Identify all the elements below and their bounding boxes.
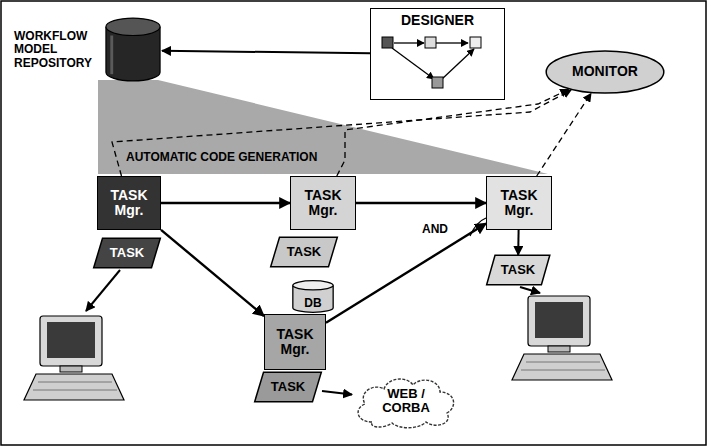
- node-text: TASK: [501, 263, 535, 277]
- monitor-link: [112, 90, 571, 176]
- node-text: DESIGNER: [401, 13, 474, 28]
- task-shape: TASK: [486, 255, 550, 285]
- node-text-block: DESIGNER: [401, 13, 474, 28]
- parallelogram-outline: [255, 372, 322, 401]
- node-text: TASK: [110, 246, 144, 260]
- computer-left: [24, 316, 124, 400]
- flow-arrow: [517, 230, 519, 255]
- task-manager-box: TASK Mgr.: [486, 176, 552, 230]
- node-text: DB: [304, 297, 321, 310]
- repository: WORKFLOW MODEL REPOSITORY: [14, 14, 162, 86]
- ellipse-outline: [546, 51, 664, 93]
- flow-arrow: [161, 202, 290, 204]
- node-text-block: MONITOR: [572, 64, 638, 79]
- node-text-block: TASK Mgr.: [297, 188, 349, 219]
- task-to-computer: [520, 287, 540, 293]
- node-text: MONITOR: [572, 64, 638, 79]
- node-text-block: TASK: [110, 246, 144, 260]
- node-text-block: DB: [304, 297, 321, 310]
- task-to-computer: [86, 270, 120, 311]
- node-text-block: TASK: [287, 245, 321, 259]
- task-shape: TASK: [254, 372, 322, 402]
- task-shape: TASK: [270, 237, 338, 267]
- node-text: TASK Mgr.: [297, 188, 349, 219]
- task-manager-box: TASK Mgr.: [97, 176, 161, 230]
- flow-arrow: [161, 230, 264, 316]
- database-cylinder: DB: [292, 280, 334, 313]
- web-corba-cloud: WEB / CORBA: [352, 372, 460, 430]
- designer-box: DESIGNER: [370, 8, 505, 100]
- node-text: WEB / CORBA: [370, 387, 442, 416]
- node-text: TASK: [271, 380, 305, 394]
- parallelogram-outline: [271, 237, 338, 266]
- computer-right: [512, 296, 612, 380]
- node-text: WORKFLOW MODEL REPOSITORY: [14, 30, 98, 70]
- node-text: TASK Mgr.: [493, 188, 545, 219]
- cylinder-top: [293, 281, 333, 290]
- task-manager-box: TASK Mgr.: [264, 314, 326, 370]
- join-label: AND: [420, 222, 450, 236]
- node-text: TASK Mgr.: [103, 188, 155, 219]
- node-text-block: WEB / CORBA: [370, 387, 442, 416]
- repository-cylinder: [104, 16, 162, 84]
- node-text-block: TASK: [271, 380, 305, 394]
- node-text: TASK Mgr.: [269, 327, 321, 358]
- flow-arrow: [326, 224, 486, 323]
- node-text: TASK: [287, 245, 321, 259]
- monitor-ellipse: MONITOR: [545, 50, 665, 94]
- flow-arrow: [162, 51, 370, 53]
- monitor-link: [337, 90, 569, 177]
- task-manager-box: TASK Mgr.: [290, 176, 356, 230]
- cloud-outline: [358, 379, 454, 428]
- node-text-block: TASK Mgr.: [103, 188, 155, 219]
- node-text-block: TASK: [501, 263, 535, 277]
- parallelogram-outline: [486, 255, 549, 284]
- parallelogram-outline: [94, 238, 161, 267]
- node-text-block: TASK Mgr.: [493, 188, 545, 219]
- node-text-block: TASK Mgr.: [269, 327, 321, 358]
- mini-flow-illustration: [380, 35, 495, 93]
- flow-arrow: [356, 202, 486, 204]
- flow-arrow: [322, 391, 352, 395]
- monitor-link: [537, 93, 591, 176]
- node-text-block: WORKFLOW MODEL REPOSITORY: [14, 30, 98, 70]
- annotation-label: AUTOMATIC CODE GENERATION: [124, 150, 319, 164]
- task-shape: TASK: [93, 238, 161, 268]
